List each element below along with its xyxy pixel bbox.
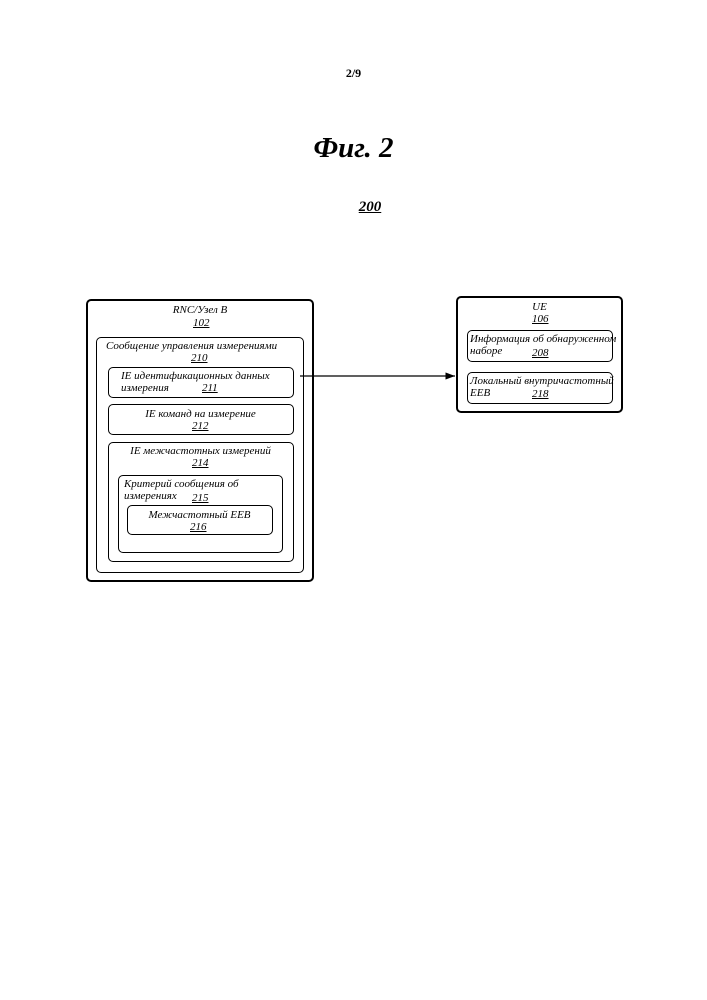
ie-inter-frequency-box: IE межчастотных измерений 214 Критерий с… [108,442,294,562]
report-criterion-box: Критерий сообщения об измерениях 215 Меж… [118,475,283,553]
detected-set-ref: 208 [532,347,549,359]
control-message-title: Сообщение управления измерениями [106,340,277,352]
detected-set-line2: наборе [470,345,502,357]
local-eeb-line2: EEB [470,387,490,399]
local-eeb-ref: 218 [532,388,549,400]
ue-title: UE [458,301,621,313]
ie-command-ref: 212 [192,420,209,432]
figure-title: Фиг. 2 [0,132,707,165]
ie-inter-frequency-ref: 214 [192,457,209,469]
ie-identification-box: IE идентификационных данных измерения 21… [108,367,294,398]
inter-frequency-eeb-ref: 216 [190,521,207,533]
ie-inter-frequency-title: IE межчастотных измерений [109,445,292,457]
detected-set-line1: Информация об обнаруженном [470,333,616,345]
inter-frequency-eeb-box: Межчастотный EEB 216 [127,505,273,535]
ue-ref: 106 [532,313,549,325]
control-message-ref: 210 [191,352,208,364]
ie-command-box: IE команд на измерение 212 [108,404,294,435]
control-message-box: Сообщение управления измерениями 210 IE … [96,337,304,573]
ue-box: UE 106 Информация об обнаруженном наборе… [456,296,623,413]
ie-identification-line2: измерения [121,382,169,394]
report-criterion-line2: измерениях [124,490,177,502]
figure-number: 200 [340,199,400,216]
ie-command-title: IE команд на измерение [109,408,292,420]
local-eeb-line1: Локальный внутричастотный [470,375,614,387]
report-criterion-ref: 215 [192,492,209,504]
rnc-title: RNC/Узел B [88,304,312,316]
page-number: 2/9 [0,66,707,81]
report-criterion-line1: Критерий сообщения об [124,478,239,490]
rnc-node-b-box: RNC/Узел B 102 Сообщение управления изме… [86,299,314,582]
ie-identification-line1: IE идентификационных данных [121,370,270,382]
inter-frequency-eeb-title: Межчастотный EEB [128,509,271,521]
detected-set-box: Информация об обнаруженном наборе 208 [467,330,613,362]
rnc-ref: 102 [193,317,210,329]
local-eeb-box: Локальный внутричастотный EEB 218 [467,372,613,404]
ie-identification-ref: 211 [202,382,218,394]
